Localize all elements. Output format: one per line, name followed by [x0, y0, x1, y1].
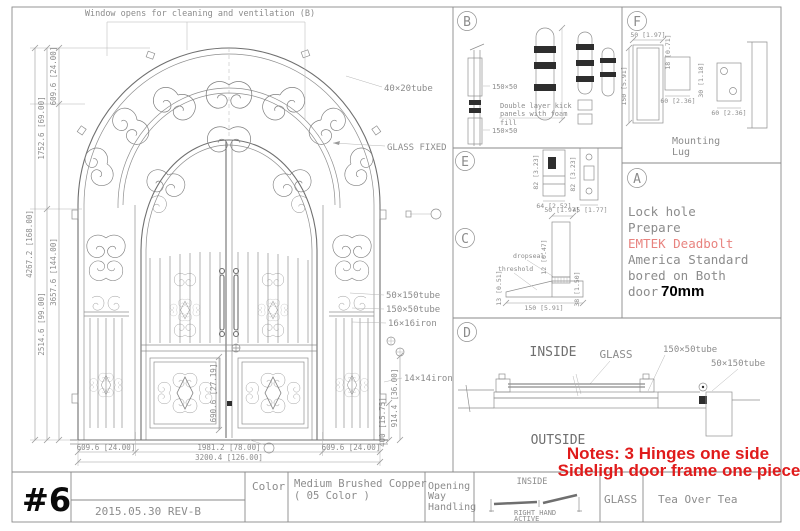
- dim-left-4267: 4267.2 [168.00]: [25, 210, 34, 278]
- section-a-label: A: [633, 172, 641, 187]
- callout-circles: [249, 208, 442, 454]
- section-d: D INSIDE GLASS 150×50tube 50×150tube OUT…: [457, 322, 765, 448]
- section-e: E 82 [3.23] 64 [2.52] 82 [3.23] 45 [1.77…: [455, 147, 608, 214]
- b-tube2-label: 150×50: [492, 127, 517, 135]
- section-b: B 150×50 Double layer kick panels with f…: [457, 11, 616, 146]
- a-line4: America Standard: [628, 252, 748, 267]
- section-e-label: E: [461, 155, 469, 170]
- section-c-label: C: [461, 232, 469, 247]
- e-dim-64: 64 [2.52]: [536, 202, 571, 210]
- c-dim-38: 38 [1.50]: [573, 271, 581, 306]
- dim-left-2514: 2514.6 [99.00]: [37, 292, 46, 355]
- color-value-line1: Medium Brushed Copper: [294, 478, 427, 490]
- dim-left-3657: 3657.6 [144.00]: [49, 238, 58, 306]
- d-inside-label: INSIDE: [530, 345, 577, 360]
- a-line1: Lock hole: [628, 204, 696, 219]
- d-tube2-label: 50×150tube: [711, 359, 765, 369]
- main-dimensions: Window opens for cleaning and ventilatio…: [25, 9, 453, 466]
- top-note: Window opens for cleaning and ventilatio…: [85, 9, 315, 19]
- dim-bottom-1981: 1981.2 [78.00]: [197, 443, 260, 452]
- f-dim-50: 50 [1.97]: [630, 31, 665, 39]
- door-ornament: [71, 49, 387, 428]
- hinge-drawings: [534, 24, 616, 125]
- callout-16x16iron: 16×16iron: [388, 319, 437, 329]
- active-line1: RIGHT HAND: [514, 509, 556, 517]
- opening-line1: Opening: [428, 481, 470, 492]
- opening-line2: Way: [428, 491, 446, 502]
- color-label: Color: [252, 480, 285, 493]
- b-note-line3: fill: [500, 119, 517, 127]
- opening-line3: Handling: [428, 502, 476, 513]
- b-note-line2: panels with foam: [500, 110, 567, 118]
- b-tube1-label: 150×50: [492, 83, 517, 91]
- swing-inside-label: INSIDE: [517, 477, 548, 487]
- red-notes: Notes: 3 Hinges one side Sideligh door f…: [558, 444, 800, 480]
- f-title-line1: Mounting: [672, 136, 720, 147]
- section-a: A Lock hole Prepare EMTEK Deadbolt Ameri…: [627, 168, 748, 300]
- sheet-borders: [11, 6, 782, 523]
- f-dim-60b: 60 [2.36]: [711, 109, 746, 117]
- swing-diagram: [489, 493, 582, 512]
- a-line5: bored on Both: [628, 268, 726, 283]
- e-dim-82a: 82 [3.23]: [532, 154, 540, 189]
- callout-50x150tube: 50×150tube: [386, 291, 440, 301]
- c-dropseal-label: dropseal: [513, 252, 544, 260]
- dim-right-914: 914.4 [36.00]: [390, 369, 399, 428]
- section-d-label: D: [463, 326, 471, 341]
- door-handles: [218, 267, 241, 406]
- note-line2: Sideligh door frame one piece: [558, 461, 800, 480]
- section-f-label: F: [633, 15, 641, 30]
- d-glass-label: GLASS: [599, 348, 632, 361]
- door-elevation: [70, 47, 388, 445]
- f-dim-30: 30 [1.18]: [697, 62, 705, 97]
- c-dim-150: 150 [5.91]: [524, 304, 563, 312]
- mounting-lug-marks: [71, 49, 387, 404]
- glass-value: Tea Over Tea: [658, 493, 737, 506]
- sheet-number: #6: [22, 481, 71, 519]
- f-title-line2: Lug: [672, 147, 690, 158]
- c-threshold-label: threshold: [498, 265, 533, 273]
- dim-left-609: 609.6 [24.00]: [49, 47, 58, 106]
- revision-text: 2015.05.30 REV-B: [95, 505, 201, 518]
- active-line2: ACTIVE: [514, 515, 539, 523]
- e-dim-82b: 82 [3.23]: [569, 156, 577, 191]
- c-dim-12: 12 [0.47]: [540, 239, 548, 274]
- note-line1: Notes: 3 Hinges one side: [567, 444, 769, 463]
- f-dim-18: 18 [0.71]: [664, 34, 672, 69]
- glass-label: GLASS: [604, 493, 637, 506]
- c-dim-13: 13 [0.51]: [495, 270, 503, 305]
- dim-right-400: 400 [15.75]: [378, 397, 387, 447]
- dim-bottom-right-609: 609.6 [24.00]: [322, 443, 381, 452]
- title-block: #6 2015.05.30 REV-B Color Medium Brushed…: [22, 477, 737, 523]
- a-line6-70mm: 70mm: [661, 283, 704, 300]
- section-f: F 50 [1.97] 18 [0.71] 150 [5.91] 60 [2.3…: [620, 11, 768, 158]
- a-line3-emtek-deadbolt: EMTEK Deadbolt: [628, 236, 733, 251]
- d-tube1-label: 150×50tube: [663, 345, 717, 355]
- e-dim-45: 45 [1.77]: [572, 206, 607, 214]
- section-b-label: B: [463, 15, 471, 30]
- callout-150x50tube: 150×50tube: [386, 305, 440, 315]
- dim-bottom-left-609: 609.6 [24.00]: [77, 443, 136, 452]
- a-line6: door: [628, 284, 659, 299]
- section-c: C 50 [1.97] dropseal threshold 12 [0.47]…: [455, 206, 587, 312]
- dim-left-1752: 1752.6 [69.00]: [37, 96, 46, 159]
- f-dim-60a: 60 [2.36]: [660, 97, 695, 105]
- dim-bottom-3200: 3200.4 [126.00]: [195, 453, 263, 462]
- f-dim-150: 150 [5.91]: [620, 66, 628, 105]
- color-value-line2: ( 05 Color ): [294, 490, 370, 502]
- c-dim-50: 50 [1.97]: [544, 206, 579, 214]
- callout-glass-fixed: GLASS FIXED: [387, 143, 447, 153]
- dim-panel-690: 690.6 [27.19]: [209, 364, 218, 423]
- callout-40x20tube: 40×20tube: [384, 84, 433, 94]
- callout-14x14iron: 14×14iron: [404, 374, 453, 384]
- d-outside-label: OUTSIDE: [531, 433, 586, 448]
- a-line2: Prepare: [628, 220, 681, 235]
